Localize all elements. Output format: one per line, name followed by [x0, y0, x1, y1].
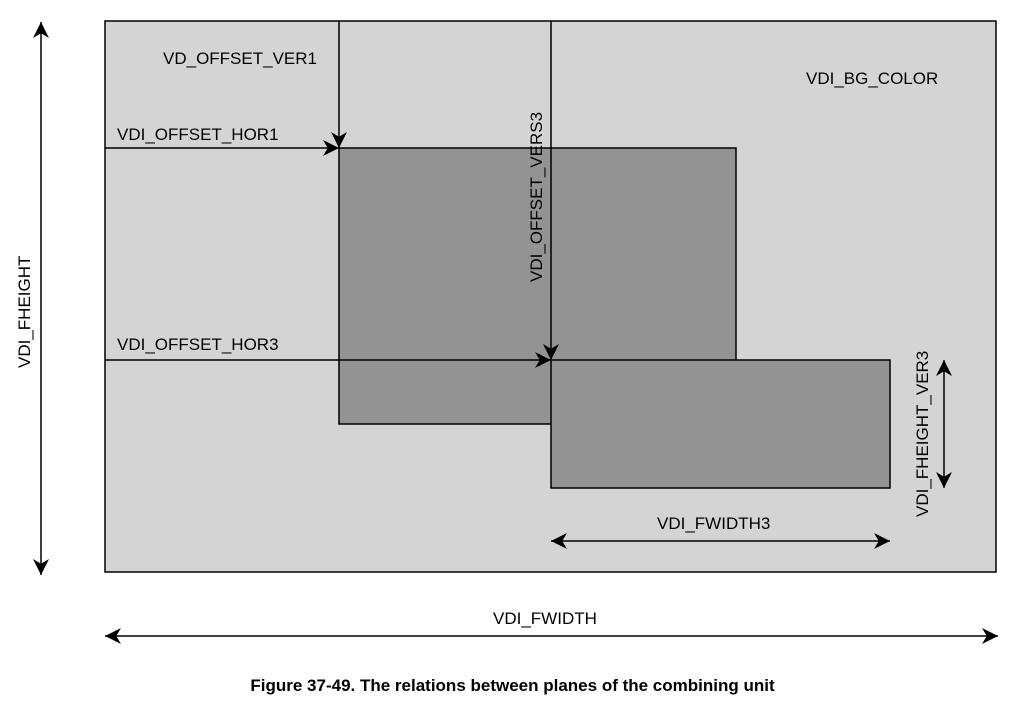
fheight-ver3-label: VDI_FHEIGHT_VER3 [913, 351, 932, 517]
fwidth3-label: VDI_FWIDTH3 [657, 514, 770, 533]
offset-vers3-label: VDI_OFFSET_VERS3 [527, 112, 546, 282]
figure-caption: Figure 37-49. The relations between plan… [250, 676, 775, 695]
offset-hor1-label: VDI_OFFSET_HOR1 [117, 125, 279, 144]
plane-3 [550, 359, 891, 489]
offset-hor3-label: VDI_OFFSET_HOR3 [117, 335, 279, 354]
fheight-label: VDI_FHEIGHT [15, 256, 34, 368]
fwidth-label: VDI_FWIDTH [493, 609, 597, 628]
offset-ver1-label: VD_OFFSET_VER1 [163, 49, 317, 68]
bg-color-label: VDI_BG_COLOR [806, 69, 938, 88]
